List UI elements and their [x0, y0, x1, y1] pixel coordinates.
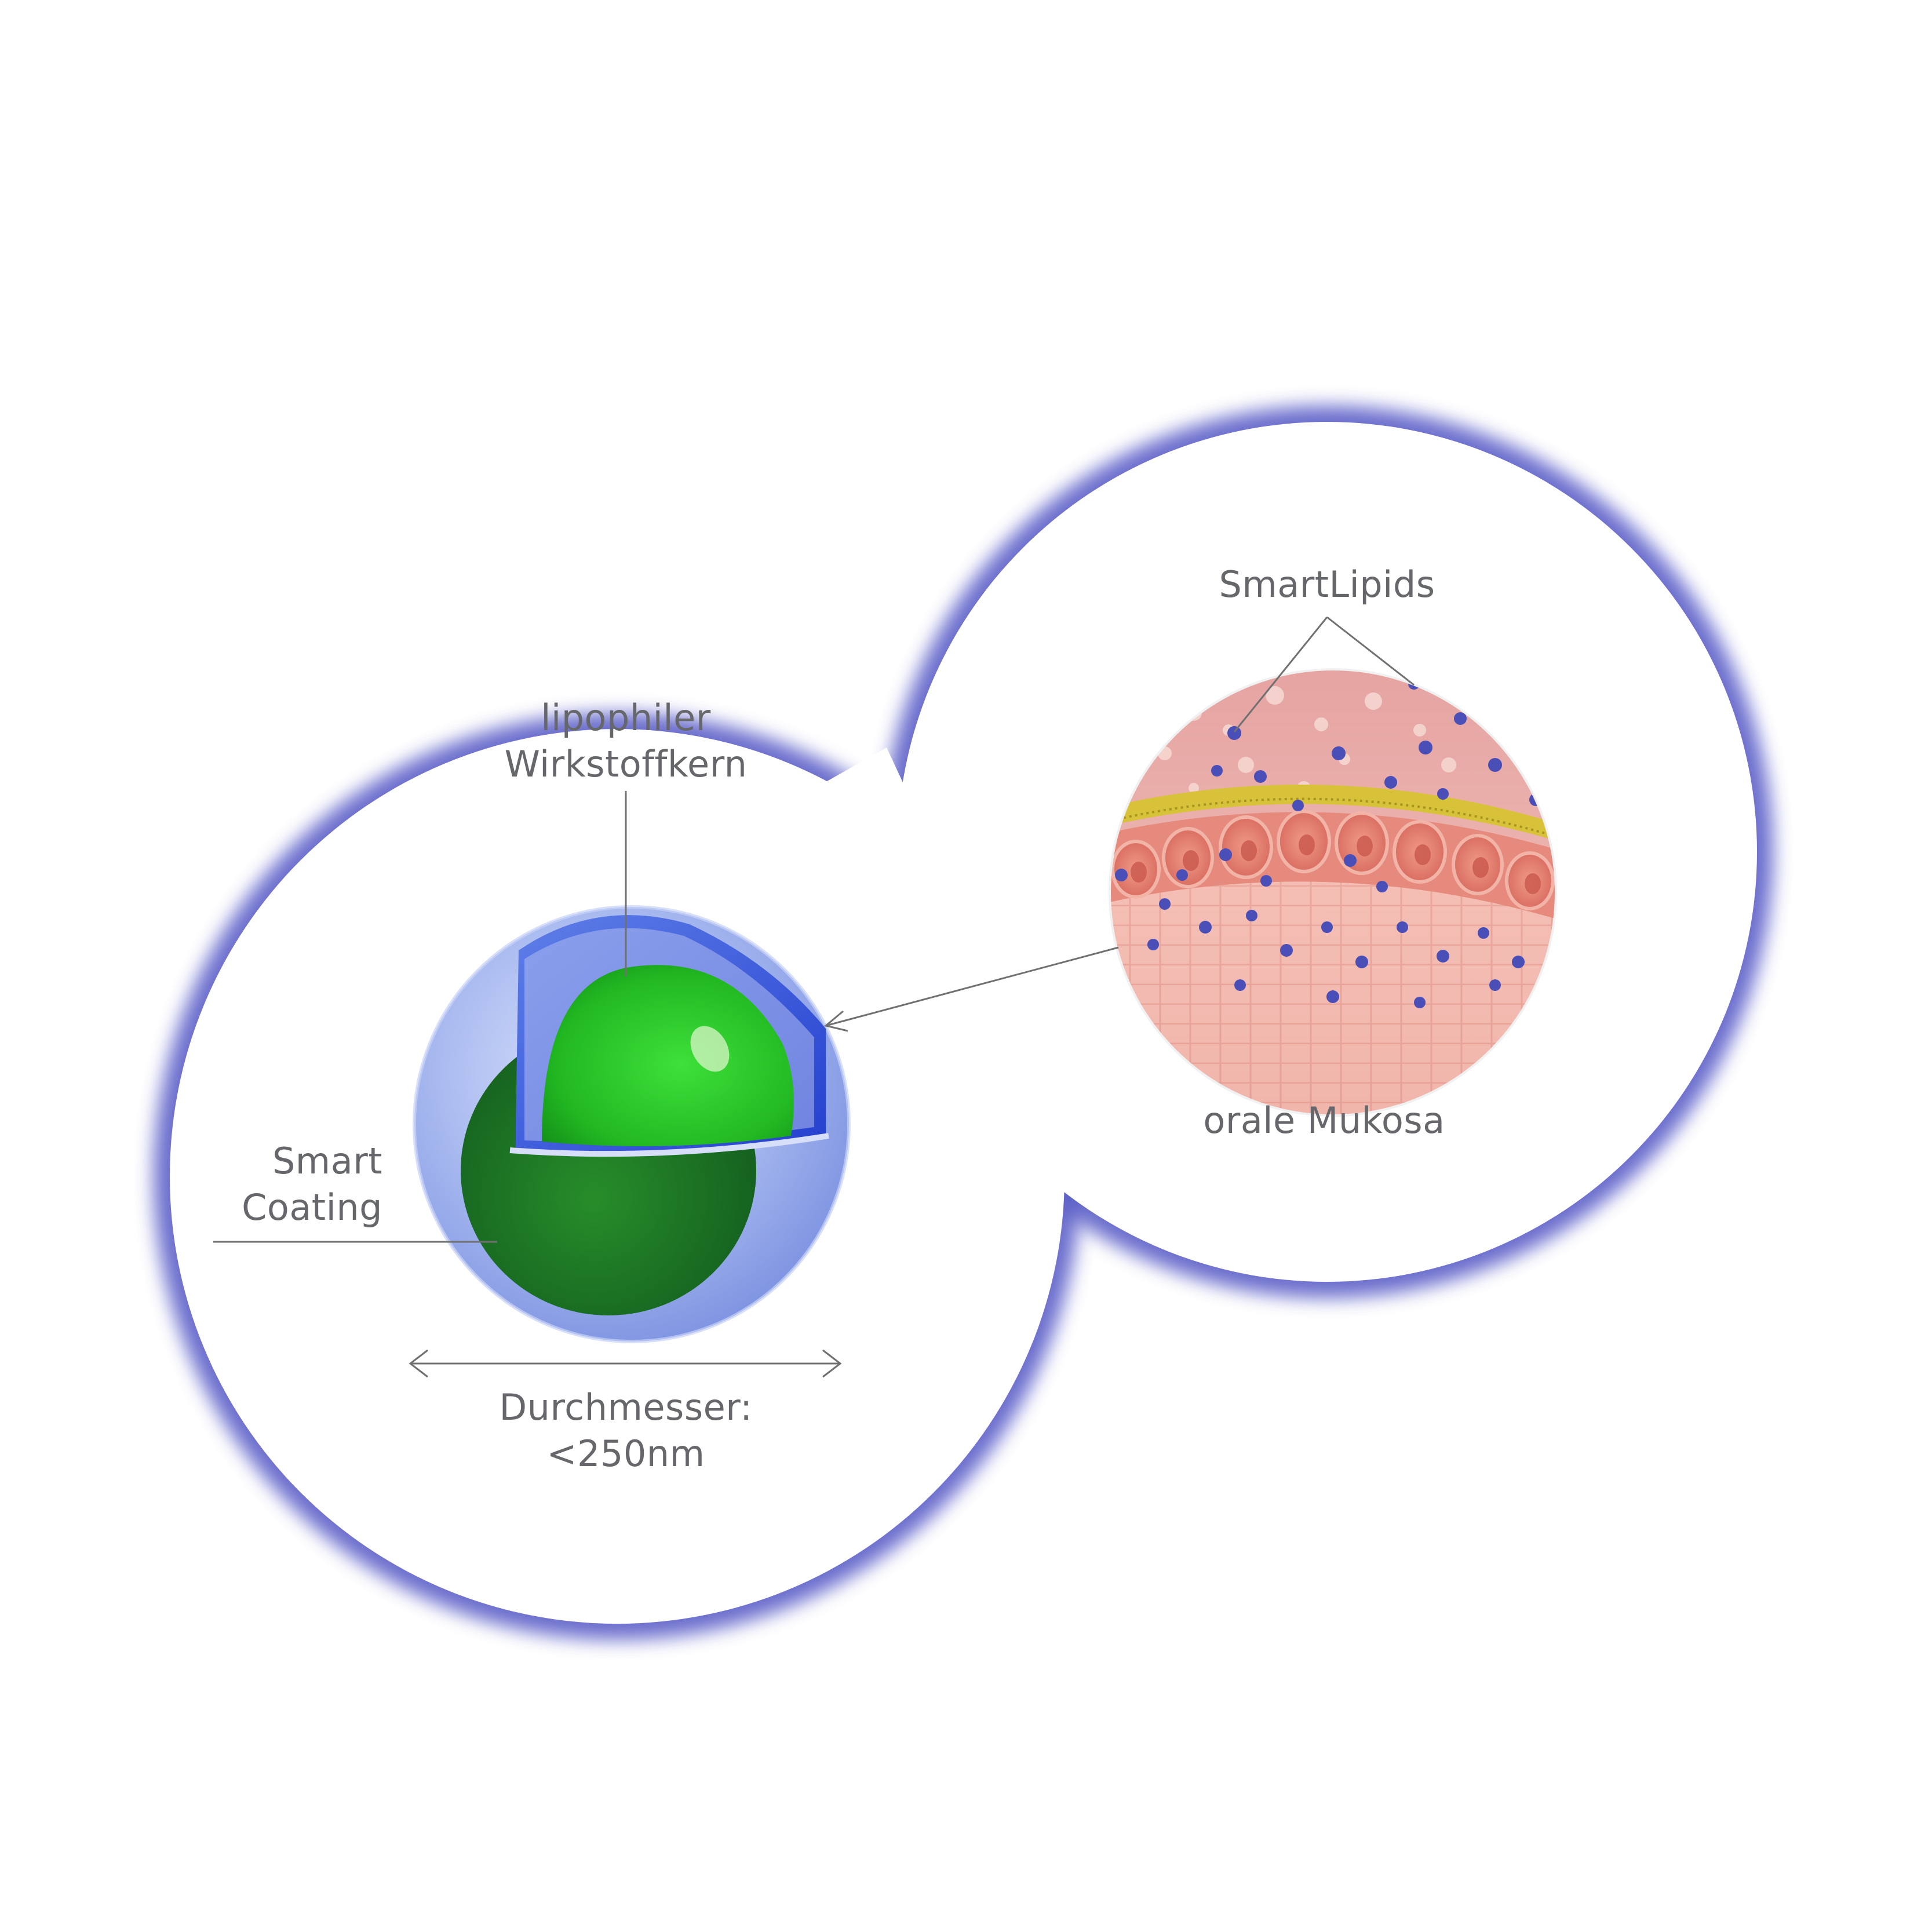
diameter-arrow-left — [409, 1349, 428, 1378]
core-label-line2: Wirkstoffkern — [505, 743, 748, 785]
core-sphere — [542, 965, 794, 1146]
coating-label-line2: Coating — [242, 1186, 382, 1229]
core-label-line1: lipophiler — [541, 697, 710, 739]
mucosa-arrow-head — [823, 1010, 848, 1032]
leader-lines — [213, 616, 1415, 1378]
diameter-label-line2: <250nm — [547, 1432, 705, 1475]
lipids-leader-left — [1233, 617, 1328, 732]
diameter-label-line1: Durchmesser: — [499, 1386, 752, 1428]
coating-label-line1: Smart — [272, 1140, 382, 1182]
smartlipids-label: SmartLipids — [1219, 563, 1435, 606]
membrane-layer — [1110, 785, 1556, 843]
mucosa-arrow-line — [825, 946, 1119, 1027]
mucosa-label: orale Mukosa — [1203, 1099, 1445, 1142]
mucosa-inset — [1110, 669, 1556, 1116]
lipids-leader-right — [1326, 616, 1415, 686]
nanoparticle — [413, 905, 851, 1343]
diameter-arrow-right — [822, 1349, 842, 1378]
